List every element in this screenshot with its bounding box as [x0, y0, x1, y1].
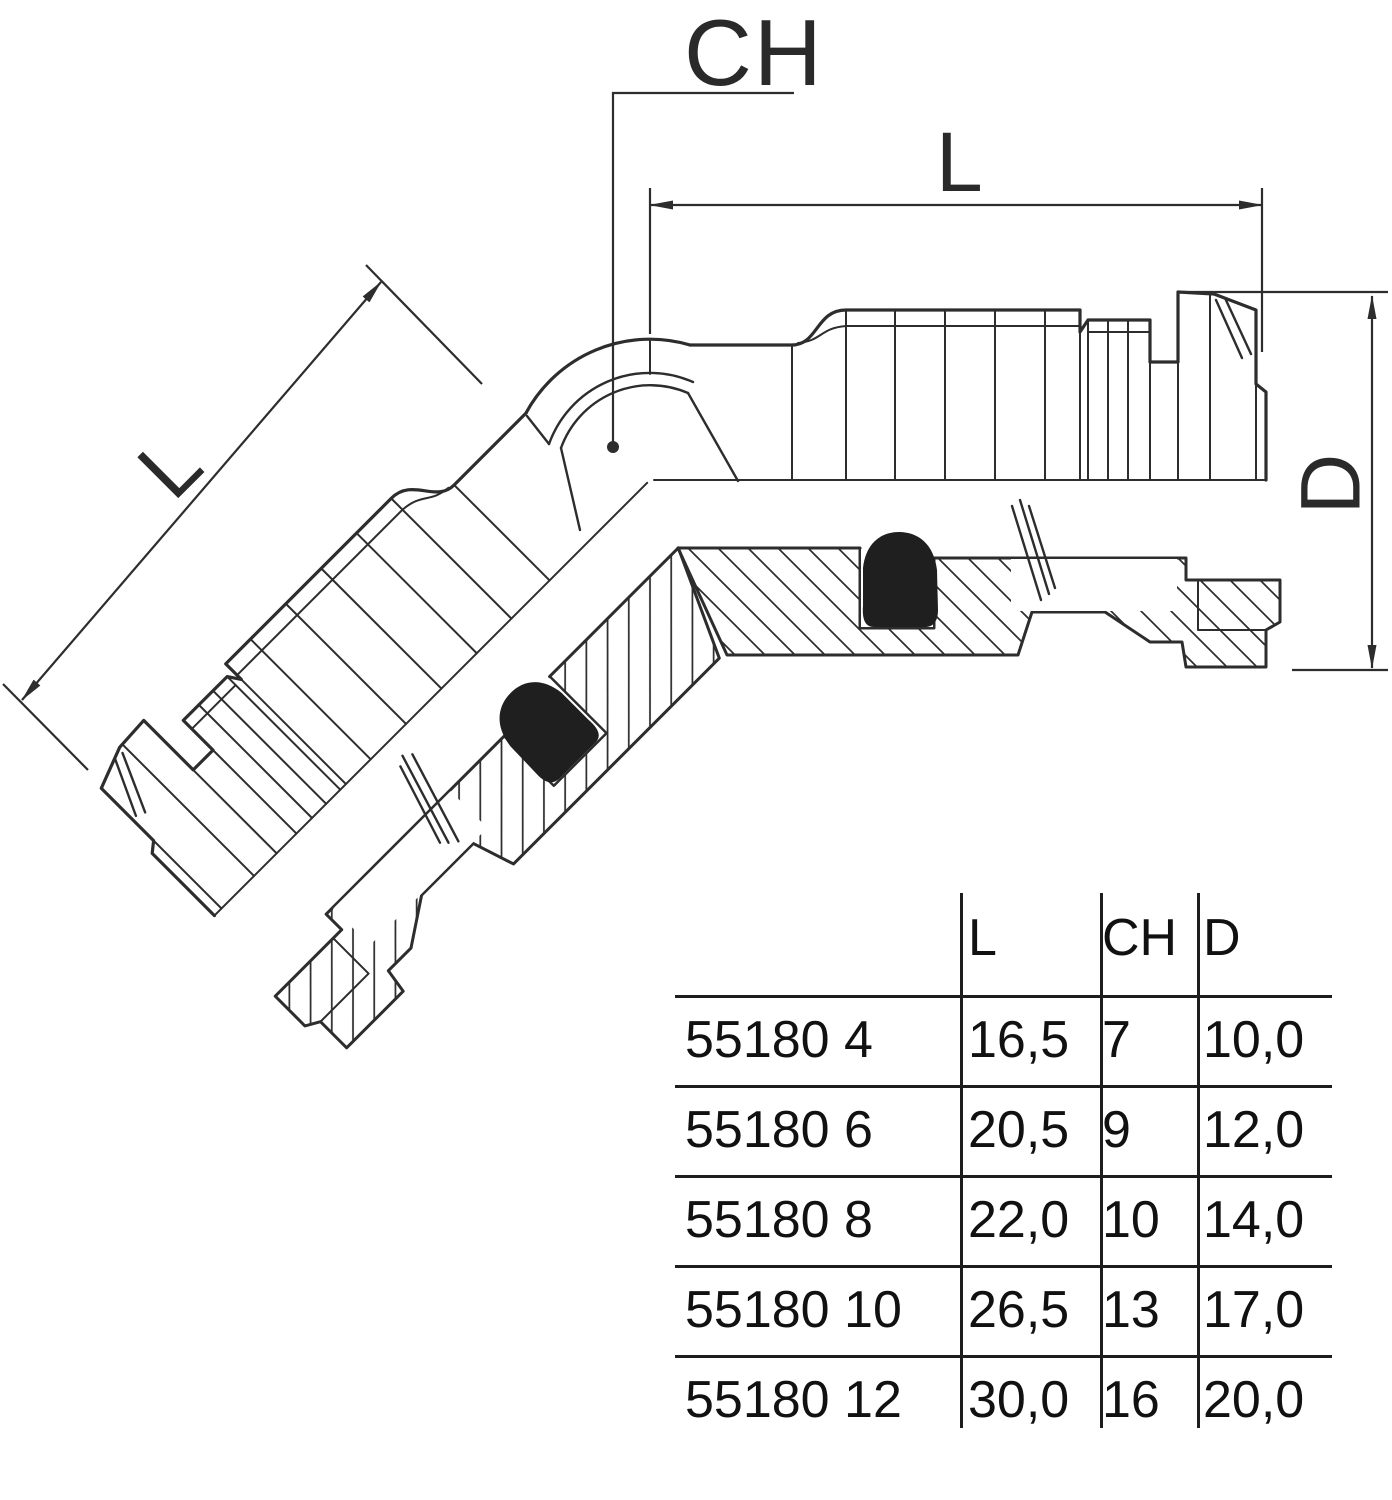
part-number: 55180 8 — [685, 1191, 873, 1249]
table-row-line-3 — [675, 1175, 1332, 1178]
right-arm — [652, 290, 1282, 669]
dimensions — [2, 91, 1388, 771]
elbow-outer-arc — [524, 337, 692, 415]
elbow-hood-chamfers — [525, 391, 740, 532]
value-ch: 13 — [1102, 1281, 1160, 1339]
value-l: 16,5 — [968, 1011, 1070, 1069]
value-d: 10,0 — [1203, 1011, 1305, 1069]
l-angled-dim-line — [21, 281, 382, 701]
value-l: 20,5 — [968, 1101, 1070, 1159]
value-l: 22,0 — [968, 1191, 1070, 1249]
part-number: 55180 10 — [685, 1281, 902, 1339]
table-header-d: D — [1203, 909, 1241, 967]
part-number: 55180 4 — [685, 1011, 873, 1069]
part-number: 55180 6 — [685, 1101, 873, 1159]
table-col-line-1 — [960, 893, 963, 1428]
l-angled-ext-bottom — [2, 683, 89, 771]
value-d: 20,0 — [1203, 1371, 1305, 1429]
l-horizontal-dimension-label: L — [936, 115, 983, 209]
table-header-l: L — [968, 909, 997, 967]
d-dimension-label: D — [1283, 453, 1378, 515]
ch-dimension-label: CH — [684, 0, 824, 105]
value-d: 14,0 — [1203, 1191, 1305, 1249]
value-l: 26,5 — [968, 1281, 1070, 1339]
table-row-line-2 — [675, 1085, 1332, 1088]
part-number: 55180 12 — [685, 1371, 902, 1429]
value-ch: 9 — [1102, 1101, 1131, 1159]
elbow-inner-arc-2 — [559, 384, 690, 450]
elbow-inner-arc-1 — [547, 371, 695, 446]
l-angled-ext-top — [365, 264, 483, 385]
spec-table: L CH D 55180 4 16,5 7 10,0 55180 6 20,5 … — [675, 890, 1335, 1470]
value-d: 17,0 — [1203, 1281, 1305, 1339]
table-col-line-3 — [1197, 893, 1200, 1428]
value-ch: 16 — [1102, 1371, 1160, 1429]
table-row-line-5 — [675, 1355, 1332, 1358]
value-ch: 10 — [1102, 1191, 1160, 1249]
ch-leader-dot — [607, 441, 619, 453]
elbow-hood — [524, 337, 740, 532]
table-header-ch: CH — [1102, 909, 1178, 967]
value-ch: 7 — [1102, 1011, 1131, 1069]
table-row-line-1 — [675, 995, 1332, 998]
table-col-line-2 — [1100, 893, 1103, 1428]
value-l: 30,0 — [968, 1371, 1070, 1429]
table-row-line-4 — [675, 1265, 1332, 1268]
fitting-body — [69, 290, 1282, 1060]
value-d: 12,0 — [1203, 1101, 1305, 1159]
ch-leader-line — [611, 91, 794, 443]
